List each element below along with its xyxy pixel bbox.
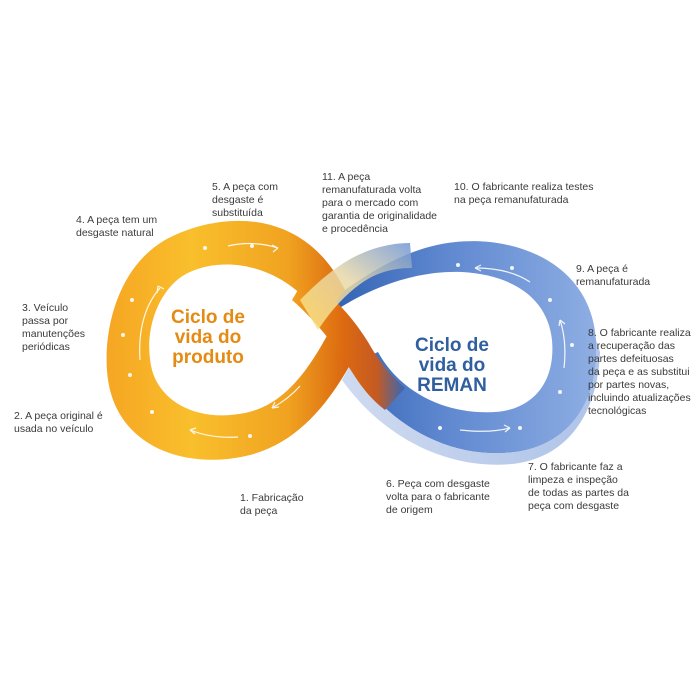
step-11-label: 11. A peça remanufaturada volta para o m… (322, 171, 438, 235)
flow-arrows (139, 242, 566, 438)
produto-cycle-title: Ciclo de vida do produto (171, 307, 245, 368)
crossover-back (300, 243, 412, 330)
produto-loop-band (106, 220, 350, 460)
reman-loop-shadow (342, 340, 600, 465)
step-4-label: 4. A peça tem um desgaste natural (76, 214, 158, 239)
step-10-label: 10. O fabricante realiza testes na peça … (454, 181, 594, 206)
produto-flow-dots (121, 244, 254, 438)
step-7-label: 7. O fabricante faz a limpeza e inspeção… (528, 461, 629, 512)
reman-flow-dots (438, 263, 574, 430)
step-8-label: 8. O fabricante realiza a recuperação da… (588, 327, 691, 417)
step-5-label: 5. A peça com desgaste é substituída (212, 181, 278, 219)
step-3-label: 3. Veículo passa por manutenções periódi… (22, 302, 86, 353)
step-1-label: 1. Fabricação da peça (240, 492, 304, 517)
step-9-label: 9. A peça é remanufaturada (576, 263, 651, 288)
step-2-label: 2. A peça original é usada no veículo (14, 410, 103, 435)
step-6-label: 6. Peça com desgaste volta para o fabric… (386, 478, 490, 516)
reman-cycle-title: Ciclo de vida do REMAN (415, 335, 489, 396)
